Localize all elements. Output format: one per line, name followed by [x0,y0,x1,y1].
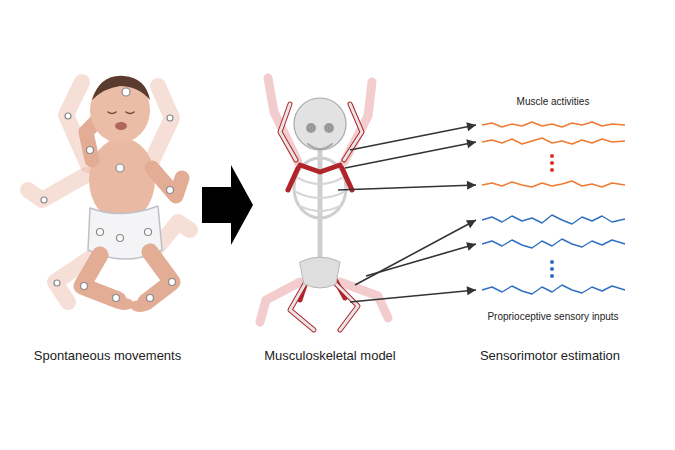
panel-caption: Sensorimotor estimation [480,348,620,364]
block-arrow [202,165,253,245]
baby-figure [28,76,190,312]
model-panel: Musculoskeletal model [255,60,405,364]
sensory-trace-group: Proprioceptive sensory inputs [478,205,628,323]
signal-arrow [345,139,476,168]
panel-caption: Proprioceptive sensory inputs [487,311,618,323]
photo-panel: Spontaneous movements [15,60,200,364]
panel-caption: Musculoskeletal model [264,348,396,364]
signal-arrow [350,286,476,302]
group-title: Muscle activities [517,96,590,108]
estimation-panel: Sensorimotor estimation Muscle activities… [465,92,635,364]
signal-traces [482,122,625,294]
muscle-trace-group: Muscle activities [478,96,628,196]
skeleton-model [260,78,388,330]
signal-arrow [338,181,476,190]
signal-arrow [366,242,476,276]
signal-arrow [355,220,476,285]
panel-caption: Spontaneous movements [34,348,181,364]
